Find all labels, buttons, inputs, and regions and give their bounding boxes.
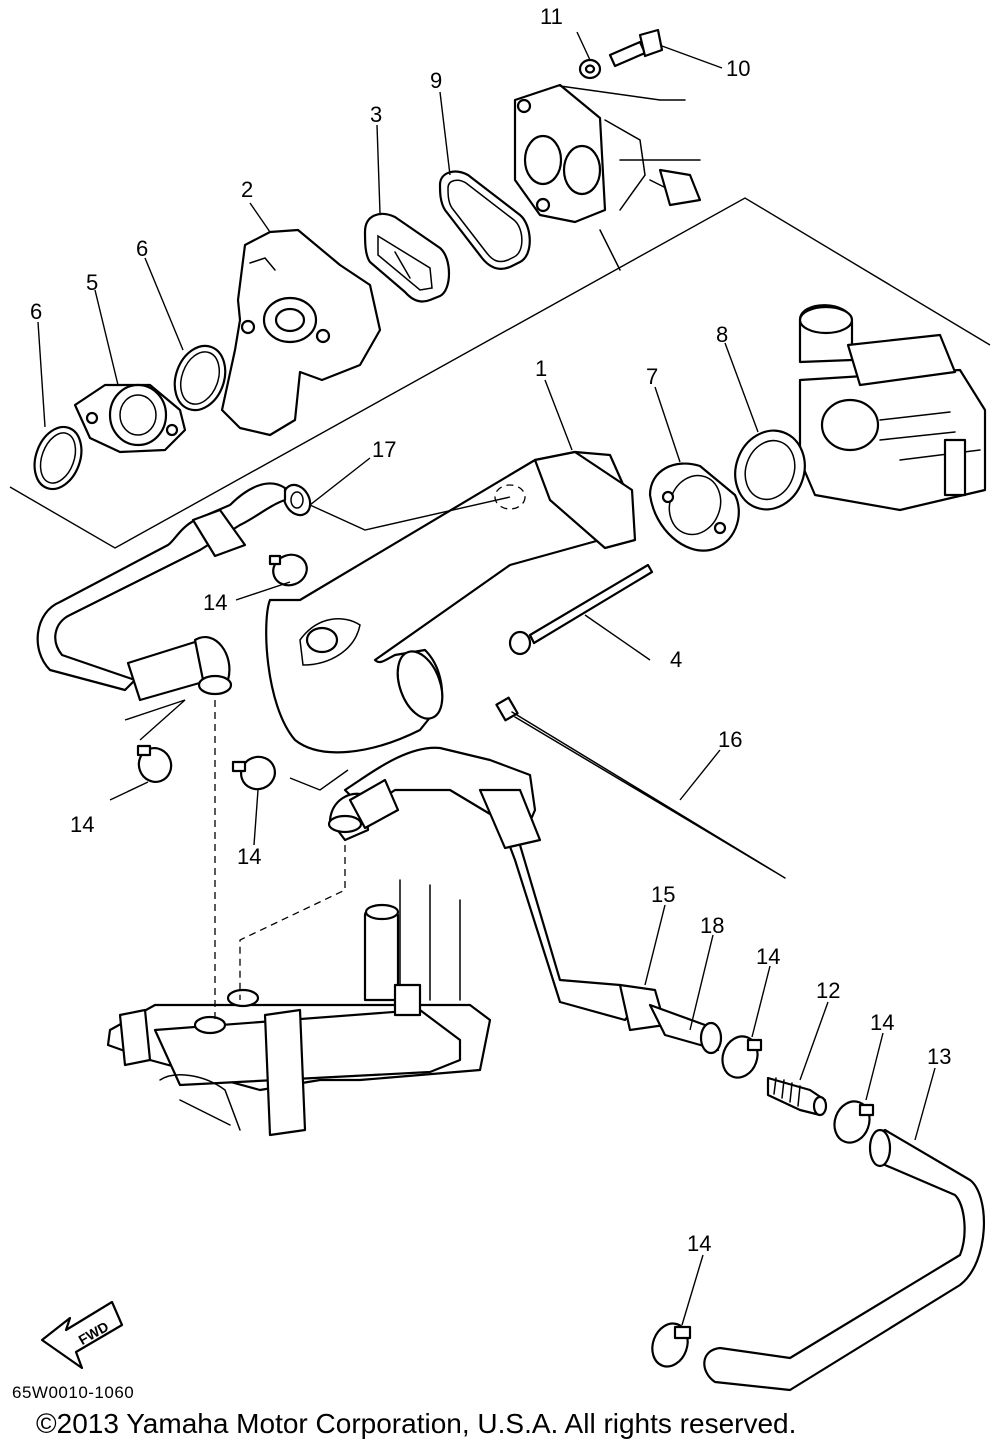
diagram-code: 65W0010-1060 [12,1383,135,1402]
callout-2: 2 [241,177,253,202]
callout-16: 16 [718,727,742,752]
callout-8: 8 [716,322,728,347]
callout-14-d: 14 [756,944,780,969]
grommet-part-17 [282,483,312,517]
fitting-part-12 [766,1076,828,1117]
callout-13: 13 [927,1044,951,1069]
o-ring-part-6-upper [173,344,227,412]
callout-3: 3 [370,102,382,127]
o-ring-part-6-lower [33,425,83,491]
callout-14-e: 14 [870,1010,894,1035]
callout-6-upper: 6 [136,236,148,261]
callout-15: 15 [651,882,675,907]
callout-14-b: 14 [70,812,94,837]
hose-clamp-part-14-d [721,1035,763,1079]
carburetor-assembly [798,304,987,512]
engine-base-casting [106,700,492,1137]
bolt-part-4 [508,563,654,656]
clamp-ring-part-8 [734,429,806,511]
callout-9: 9 [430,68,442,93]
callout-5: 5 [86,270,98,295]
leader-lines [37,31,936,1326]
callout-10: 10 [726,56,750,81]
callout-14-c: 14 [237,844,261,869]
silencer-part-1 [265,450,637,754]
copyright-notice: ©2013 Yamaha Motor Corporation, U.S.A. A… [36,1408,797,1439]
callout-12: 12 [816,978,840,1003]
hose-clamp-part-14-f [651,1322,692,1368]
bolt-part-10 [608,28,664,68]
gasket-part-7 [648,462,740,552]
hose-clamp-part-14-a [268,553,308,587]
callout-17: 17 [372,437,396,462]
callout-18: 18 [700,913,724,938]
callout-7: 7 [646,364,658,389]
manifold-part-2 [220,228,382,437]
hose-upper-left [36,482,287,702]
hose-lower-drain [327,746,723,1055]
hose-part-13 [703,1128,985,1392]
section-boundary [9,197,991,549]
hose-clamp-part-14-e [833,1100,875,1144]
flange-part-5 [73,383,187,454]
callout-1: 1 [535,356,547,381]
cable-tie-part-16 [495,696,786,879]
callout-11: 11 [540,4,563,29]
callout-labels: 11 10 9 3 2 6 6 5 8 1 7 17 14 4 16 14 14… [30,4,951,1256]
gasket-part-3 [363,212,451,303]
hose-clamp-part-14-b [136,744,173,783]
gasket-part-9 [438,170,531,270]
washer-part-11 [578,58,602,80]
hose-clamp-part-14-c [231,755,276,791]
callout-14-a: 14 [203,590,227,615]
intake-manifold-casting [513,83,702,271]
callout-6-lower: 6 [30,299,42,324]
callout-4: 4 [670,647,682,672]
callout-14-f: 14 [687,1231,711,1256]
fwd-arrow-icon: FWD [40,1300,124,1370]
